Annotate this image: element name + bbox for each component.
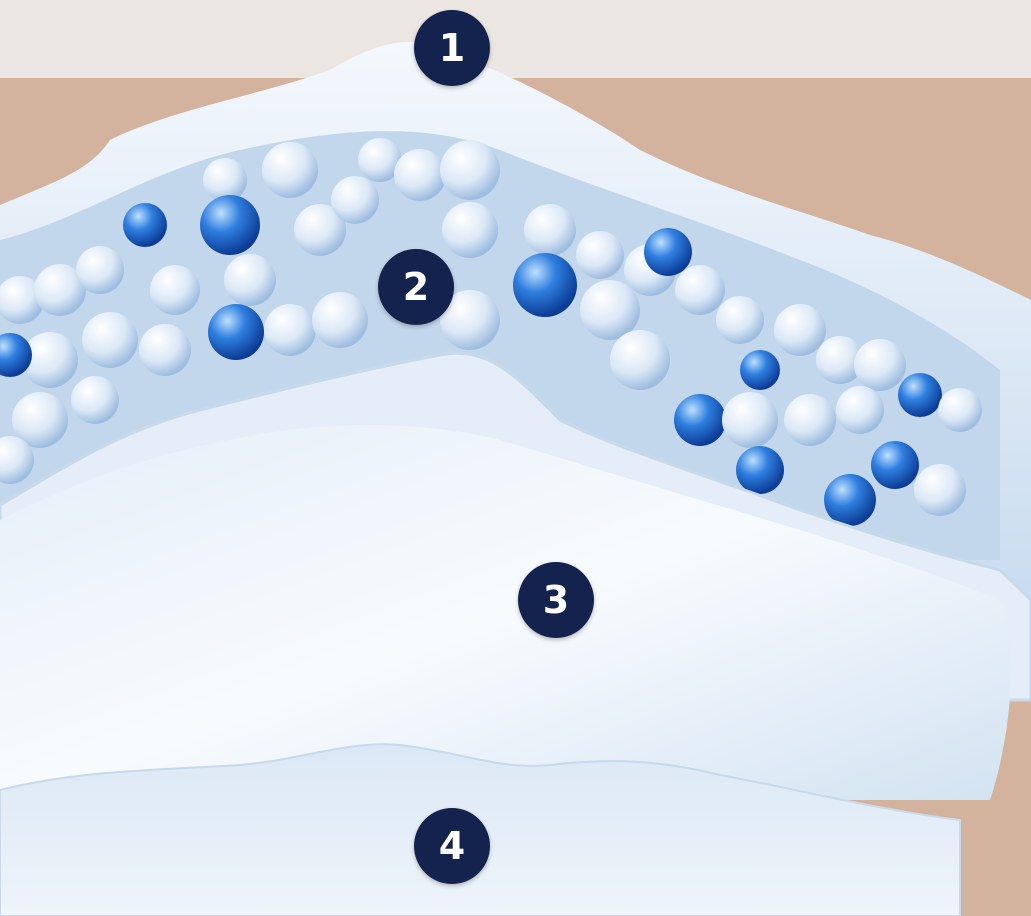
marker-1: 1 xyxy=(414,10,490,86)
marker-4: 4 xyxy=(414,808,490,884)
marker-3: 3 xyxy=(518,562,594,638)
marker-2: 2 xyxy=(378,249,454,325)
